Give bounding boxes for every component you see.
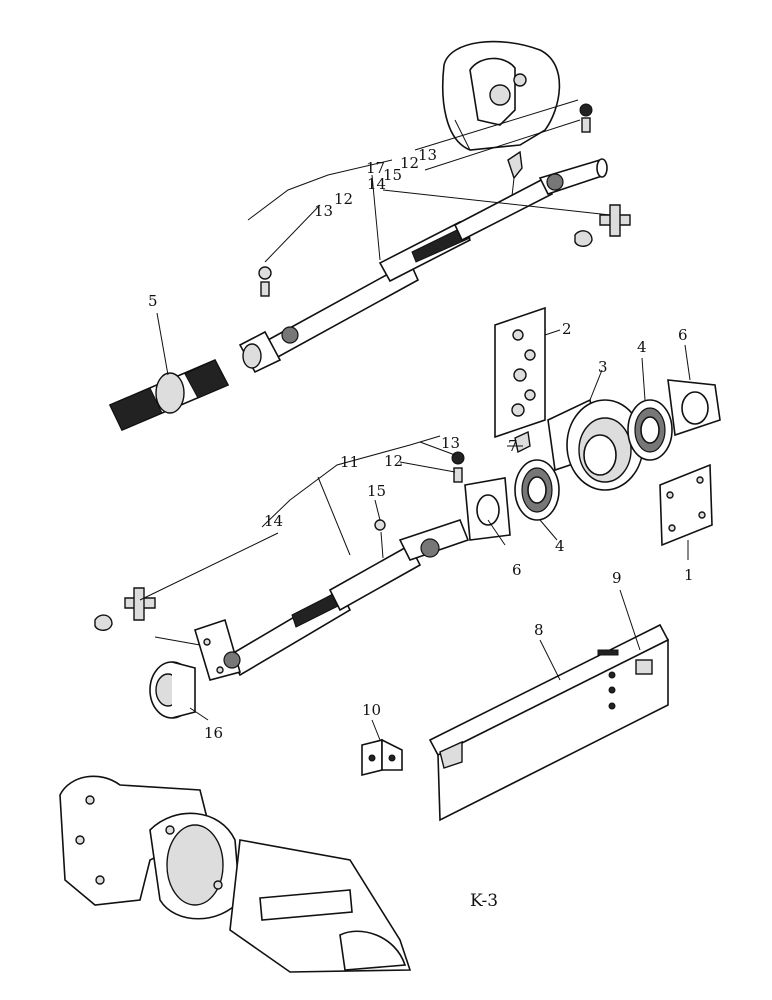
shield-bracket bbox=[361, 738, 403, 777]
callout-4-left: 4 bbox=[555, 537, 565, 555]
callout-2: 2 bbox=[562, 320, 572, 338]
callout-9: 9 bbox=[612, 569, 622, 587]
callout-14-lower: 14 bbox=[264, 512, 283, 530]
leader-lines bbox=[139, 99, 691, 741]
flange-left bbox=[464, 477, 511, 541]
bearing-right bbox=[627, 399, 673, 461]
callout-6-left: 6 bbox=[512, 561, 522, 579]
shield-guard bbox=[428, 623, 670, 822]
callout-12-upper-left: 12 bbox=[334, 190, 353, 208]
callout-3: 3 bbox=[598, 358, 608, 376]
callout-12-lower: 12 bbox=[384, 452, 403, 470]
upper-drive-shaft bbox=[238, 103, 608, 374]
callout-16: 16 bbox=[204, 724, 223, 742]
grease-fitting-7 bbox=[514, 430, 531, 454]
bearing-housing bbox=[547, 398, 644, 491]
flange-right bbox=[667, 379, 721, 437]
callout-1: 1 bbox=[684, 566, 694, 584]
upper-spider bbox=[574, 204, 631, 247]
callout-17: 17 bbox=[366, 159, 385, 177]
lower-spider bbox=[94, 587, 156, 631]
callout-15-lower: 15 bbox=[367, 482, 386, 500]
callout-13-upper-right: 13 bbox=[418, 146, 437, 164]
callout-11: 11 bbox=[340, 453, 359, 471]
callout-8: 8 bbox=[534, 621, 544, 639]
support-plate bbox=[494, 306, 546, 439]
callout-12-upper-right: 12 bbox=[400, 154, 419, 172]
bearing-left bbox=[514, 459, 560, 521]
callout-13-upper-left: 13 bbox=[314, 202, 333, 220]
callout-5: 5 bbox=[148, 292, 158, 310]
callout-4-right: 4 bbox=[637, 338, 647, 356]
callout-13-lower: 13 bbox=[441, 434, 460, 452]
callout-7: 7 bbox=[508, 437, 518, 455]
callout-14-upper: 14 bbox=[367, 175, 386, 193]
callout-10: 10 bbox=[362, 701, 381, 719]
transmission-housing bbox=[441, 40, 561, 151]
callout-15-upper: 15 bbox=[383, 166, 402, 184]
lower-drive-shaft bbox=[194, 451, 470, 681]
companion-flange bbox=[149, 661, 196, 719]
rear-axle bbox=[59, 775, 412, 973]
stub-shaft bbox=[108, 358, 230, 432]
figure-reference: K-3 bbox=[470, 891, 498, 911]
spacer-plate bbox=[659, 463, 713, 547]
callout-6-right: 6 bbox=[678, 326, 688, 344]
